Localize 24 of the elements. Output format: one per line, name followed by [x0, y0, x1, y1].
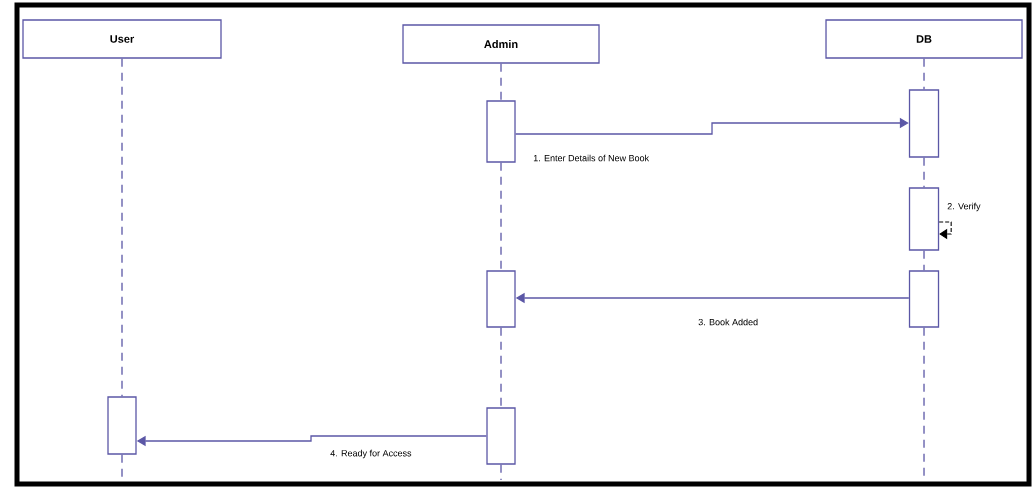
lifeline	[500, 162, 502, 271]
activation-bar	[908, 89, 940, 158]
lifeline	[500, 464, 502, 481]
message-arrow	[515, 117, 909, 135]
lifeline	[121, 58, 123, 397]
activation-bar	[486, 270, 516, 328]
message-label: 2. Verify	[946, 201, 982, 213]
activation-bar	[486, 407, 516, 465]
lifeline-header-box: DB	[825, 19, 1023, 59]
activation-bar	[908, 270, 940, 328]
self-message-arrow	[938, 221, 952, 240]
message-label: 4. Ready for Access	[329, 448, 413, 460]
activation-bar	[486, 100, 516, 163]
lifeline	[923, 58, 925, 90]
lifeline-header-box: User	[22, 19, 222, 59]
activation-bar	[107, 396, 137, 455]
lifeline	[500, 327, 502, 408]
message-label: 3. Book Added	[697, 317, 760, 327]
lifeline	[923, 157, 925, 188]
lifeline	[923, 250, 925, 271]
lifeline-header-box: Admin	[402, 24, 600, 64]
activation-bar	[908, 187, 940, 251]
message-label: 1. Enter Details of New Book	[532, 153, 651, 163]
lifeline	[500, 63, 502, 101]
